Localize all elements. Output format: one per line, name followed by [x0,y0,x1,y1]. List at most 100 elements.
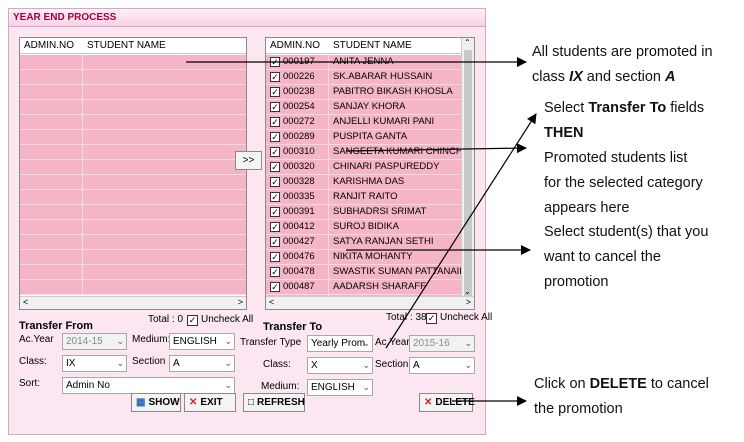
admin-no: 000272 [283,116,315,127]
sort-select[interactable]: Admin No ⌄ [62,377,235,394]
table-row[interactable] [20,190,246,205]
table-row[interactable] [20,145,246,160]
table-row[interactable] [20,130,246,145]
show-button[interactable]: ▦SHOW [131,393,181,412]
name-cell [83,235,246,249]
row-checkbox[interactable]: ✓ [270,102,280,112]
row-checkbox[interactable]: ✓ [270,162,280,172]
delete-button[interactable]: ✕DELETE [419,393,475,412]
transfer-type-value: Yearly Prom [311,338,366,349]
document-icon: □ [248,397,255,408]
table-row[interactable] [20,115,246,130]
scroll-down-arrow-icon[interactable]: ⌄ [464,287,471,296]
from-acyear-select[interactable]: 2014-15 ⌄ [62,333,127,350]
from-class-select[interactable]: IX ⌄ [62,355,127,372]
chevron-down-icon: ⌄ [116,336,124,346]
scroll-up-arrow-icon[interactable]: ⌃ [464,38,471,47]
table-row[interactable] [20,160,246,175]
from-medium-label: Medium: [132,334,171,345]
scroll-thumb[interactable] [464,50,472,309]
row-checkbox[interactable]: ✓ [270,267,280,277]
scroll-left-arrow-icon[interactable]: < [23,297,29,307]
table-row[interactable] [20,55,246,70]
row-checkbox[interactable]: ✓ [270,117,280,127]
row-checkbox[interactable]: ✓ [270,222,280,232]
table-row[interactable] [20,175,246,190]
name-cell [83,250,246,264]
table-row[interactable] [20,280,246,295]
right-uncheck-all-checkbox[interactable]: ✓ [426,313,437,324]
left-student-grid[interactable]: ADMIN.NO STUDENT NAME < > [19,37,247,310]
admin-cell [20,235,83,249]
row-checkbox[interactable]: ✓ [270,87,280,97]
to-class-select[interactable]: X ⌄ [307,357,373,374]
left-uncheck-all-checkbox[interactable]: ✓ [187,315,198,326]
transfer-to-heading: Transfer To [263,321,323,333]
table-row[interactable] [20,70,246,85]
row-checkbox[interactable]: ✓ [270,207,280,217]
refresh-label: REFRESH [257,397,305,408]
to-section-select[interactable]: A ⌄ [409,357,475,374]
row-checkbox[interactable]: ✓ [270,282,280,292]
right-col-admin-header: ADMIN.NO [270,40,320,51]
move-right-button[interactable]: >> [235,151,262,170]
right-horizontal-scrollbar[interactable]: < > [266,296,474,309]
row-checkbox[interactable]: ✓ [270,72,280,82]
transfer-type-select[interactable]: Yearly Prom ⌄ [307,335,373,352]
table-row[interactable] [20,85,246,100]
right-vertical-scrollbar[interactable]: ⌃ ⌄ [461,38,474,309]
row-checkbox[interactable]: ✓ [270,252,280,262]
admin-cell [20,220,83,234]
note-bold-text: Transfer To [588,100,667,116]
admin-cell: ✓000427 [266,235,329,249]
row-checkbox[interactable]: ✓ [270,132,280,142]
note-line: want to cancel the [544,249,661,265]
to-acyear-select[interactable]: 2015-16 ⌄ [409,335,475,352]
student-name: SUROJ BIDIKA [333,221,399,232]
table-row[interactable] [20,205,246,220]
refresh-button[interactable]: □REFRESH [243,393,305,412]
table-row[interactable] [20,250,246,265]
to-acyear-label: Ac.Year [375,337,410,348]
name-cell [83,55,246,69]
chevron-down-icon: ⌄ [224,358,232,368]
row-checkbox[interactable]: ✓ [270,147,280,157]
from-section-select[interactable]: A ⌄ [169,355,235,372]
row-checkbox[interactable]: ✓ [270,177,280,187]
left-horizontal-scrollbar[interactable]: < > [20,296,246,309]
from-medium-select[interactable]: ENGLISH ⌄ [169,333,235,350]
scroll-left-arrow-icon[interactable]: < [269,297,275,307]
table-row[interactable] [20,265,246,280]
scroll-right-arrow-icon[interactable]: > [465,297,471,307]
row-checkbox[interactable]: ✓ [270,192,280,202]
scroll-right-arrow-icon[interactable]: > [237,297,243,307]
row-checkbox[interactable]: ✓ [270,237,280,247]
table-row[interactable] [20,220,246,235]
row-checkbox[interactable]: ✓ [270,57,280,67]
table-row[interactable] [20,100,246,115]
exit-button[interactable]: ✕EXIT [184,393,236,412]
to-class-label: Class: [263,359,291,370]
left-grid-rows [20,55,246,296]
admin-no: 000478 [283,266,315,277]
admin-cell: ✓000391 [266,205,329,219]
table-row[interactable] [20,235,246,250]
to-medium-select[interactable]: ENGLISH ⌄ [307,379,373,396]
